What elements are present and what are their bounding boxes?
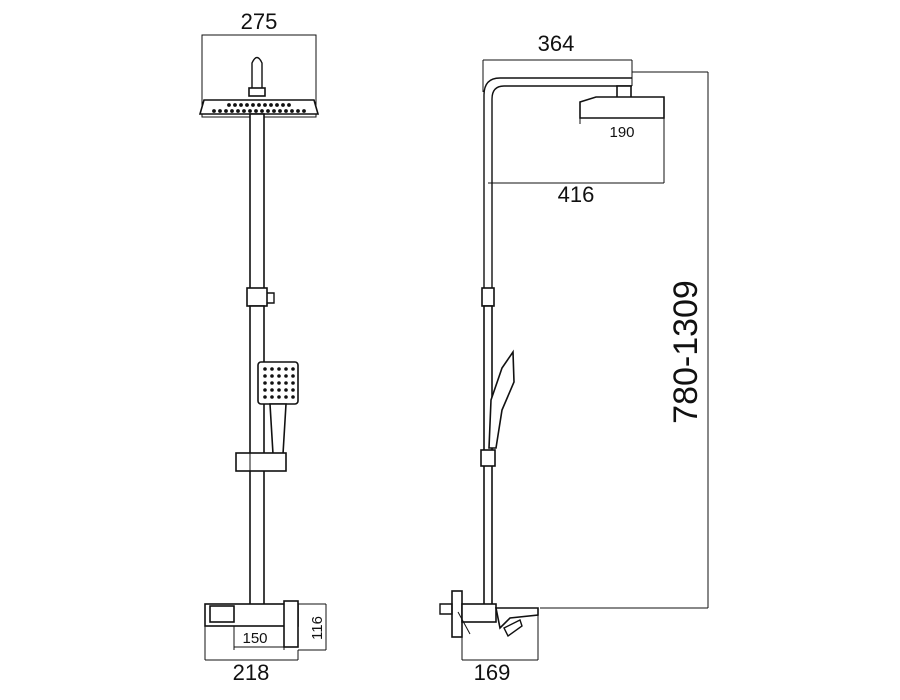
front-shower-arm [251,56,263,92]
dim-faucet-depth: 169 [474,660,511,685]
hand-shower-nozzles [263,367,295,399]
side-hand-shower [488,349,515,449]
side-showerhead [579,96,665,119]
dim-showerhead-depth: 190 [609,124,634,141]
side-mixer-body [461,603,497,623]
front-slide-holder [235,452,287,472]
side-wall-plate [451,590,463,638]
front-diverter-handle [267,292,275,304]
side-spout [495,607,539,630]
side-view: 364 780-1309 190 416 [439,31,709,685]
showerhead-nozzles [212,103,306,113]
dim-faucet-inner-width: 150 [242,630,267,647]
dim-head-projection: 416 [558,182,595,207]
dim-faucet-height: 116 [309,616,326,640]
front-mixer-left-cap [209,605,235,623]
dim-faucet-total-width: 218 [233,660,270,685]
front-arm-connector [248,87,266,97]
dim-height-range: 780-1309 [667,280,705,424]
front-hand-shower-grip [269,403,287,455]
side-shower-arm [483,77,632,290]
side-riser-joint [481,287,495,307]
side-slide-holder [480,449,496,467]
front-riser-joint [246,287,268,307]
side-inlet [439,603,453,615]
front-view: 275 [198,9,327,685]
dim-arm-reach: 364 [538,31,575,56]
front-showerhead [198,99,320,115]
front-riser-upper [249,113,265,291]
dim-showerhead-width: 275 [241,9,278,34]
side-mixer-handle [503,619,523,638]
front-mixer-right-cap [283,600,299,648]
